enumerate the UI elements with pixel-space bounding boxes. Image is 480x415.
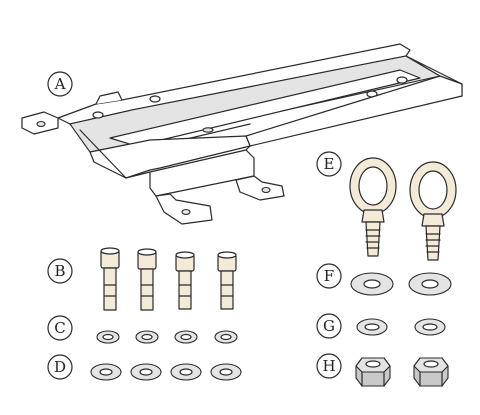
svg-text:A: A — [54, 75, 66, 93]
eye-bolt-1 — [349, 157, 397, 257]
hex-nuts — [355, 357, 449, 387]
lock-washers-g — [356, 318, 446, 336]
mounting-bracket — [21, 43, 463, 225]
label-e: E — [316, 151, 342, 177]
svg-text:F: F — [324, 267, 334, 285]
svg-text:B: B — [54, 262, 65, 280]
svg-text:D: D — [54, 358, 66, 376]
eye-bolt-2 — [409, 161, 457, 261]
flat-washers-d — [90, 363, 242, 381]
label-a: A — [47, 71, 73, 97]
label-h: H — [316, 353, 342, 379]
label-b: B — [47, 258, 73, 284]
flat-washers-f — [350, 272, 452, 296]
label-g: G — [316, 313, 342, 339]
svg-text:C: C — [54, 319, 65, 337]
svg-text:H: H — [322, 357, 335, 375]
label-f: F — [316, 263, 342, 289]
label-d: D — [47, 354, 73, 380]
svg-text:E: E — [324, 155, 335, 173]
hex-bolts — [100, 247, 237, 311]
label-c: C — [47, 315, 73, 341]
svg-text:G: G — [323, 317, 335, 335]
lock-washers-c — [96, 330, 238, 344]
